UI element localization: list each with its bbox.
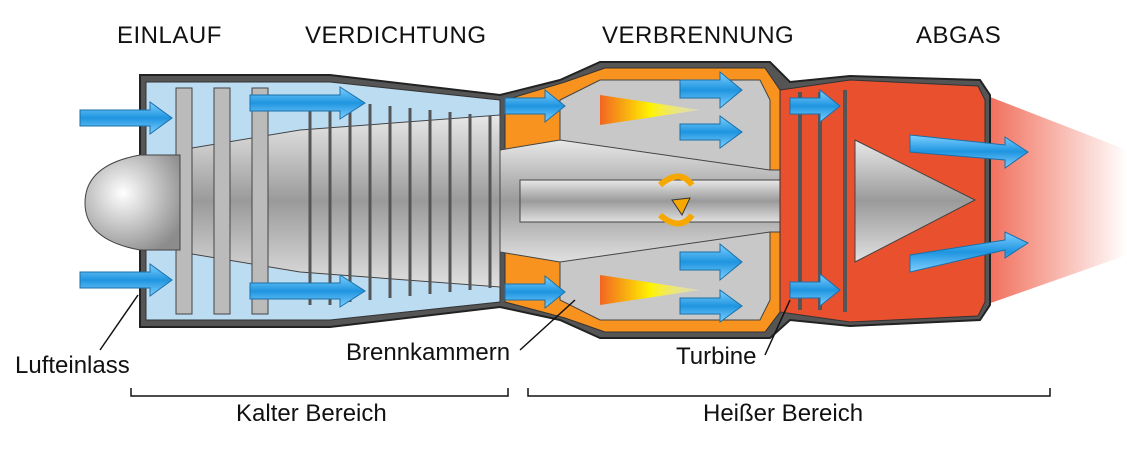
airflow-arrow-icon xyxy=(909,231,1030,273)
airflow-arrow-icon xyxy=(249,274,366,308)
fan-blades xyxy=(175,87,269,315)
hot-zone-bracket xyxy=(527,388,1051,397)
flame-top xyxy=(600,95,700,125)
airflow-arrow-icon xyxy=(679,289,743,323)
zone-label-cold: Kalter Bereich xyxy=(236,400,387,427)
section-label-exhaust: ABGAS xyxy=(916,22,1002,49)
airflow-arrow-icon xyxy=(79,263,173,297)
callout-combustion-chambers: Brennkammern xyxy=(346,339,511,366)
airflow-arrows xyxy=(79,70,1030,323)
nose-cone xyxy=(84,154,181,251)
airflow-arrow-icon xyxy=(789,88,841,124)
airflow-arrow-icon xyxy=(909,134,1029,169)
callout-turbine: Turbine xyxy=(676,343,757,370)
airflow-arrow-icon xyxy=(679,70,743,110)
zone-label-hot: Heißer Bereich xyxy=(703,400,864,427)
exhaust-cone xyxy=(854,139,977,263)
flame-bottom xyxy=(600,275,700,305)
airflow-arrow-icon xyxy=(79,101,173,135)
airflow-arrow-icon xyxy=(789,272,841,308)
airflow-arrow-icon xyxy=(504,274,566,310)
exhaust-plume xyxy=(985,95,1127,305)
airflow-arrow-icon xyxy=(679,115,743,149)
section-label-compression: VERDICHTUNG xyxy=(305,22,487,49)
airflow-arrow-icon xyxy=(504,88,566,124)
rotation-arrow-icon xyxy=(658,173,695,227)
airflow-arrow-icon xyxy=(679,242,743,282)
compressor-blades xyxy=(308,100,492,305)
cold-zone-bracket xyxy=(130,388,509,397)
section-label-combustion: VERBRENNUNG xyxy=(602,22,795,49)
callout-air-inlet: Lufteinlass xyxy=(15,352,130,379)
section-label-inlet: EINLAUF xyxy=(117,22,222,49)
callout-lines xyxy=(99,294,791,356)
airflow-arrow-icon xyxy=(249,86,366,120)
